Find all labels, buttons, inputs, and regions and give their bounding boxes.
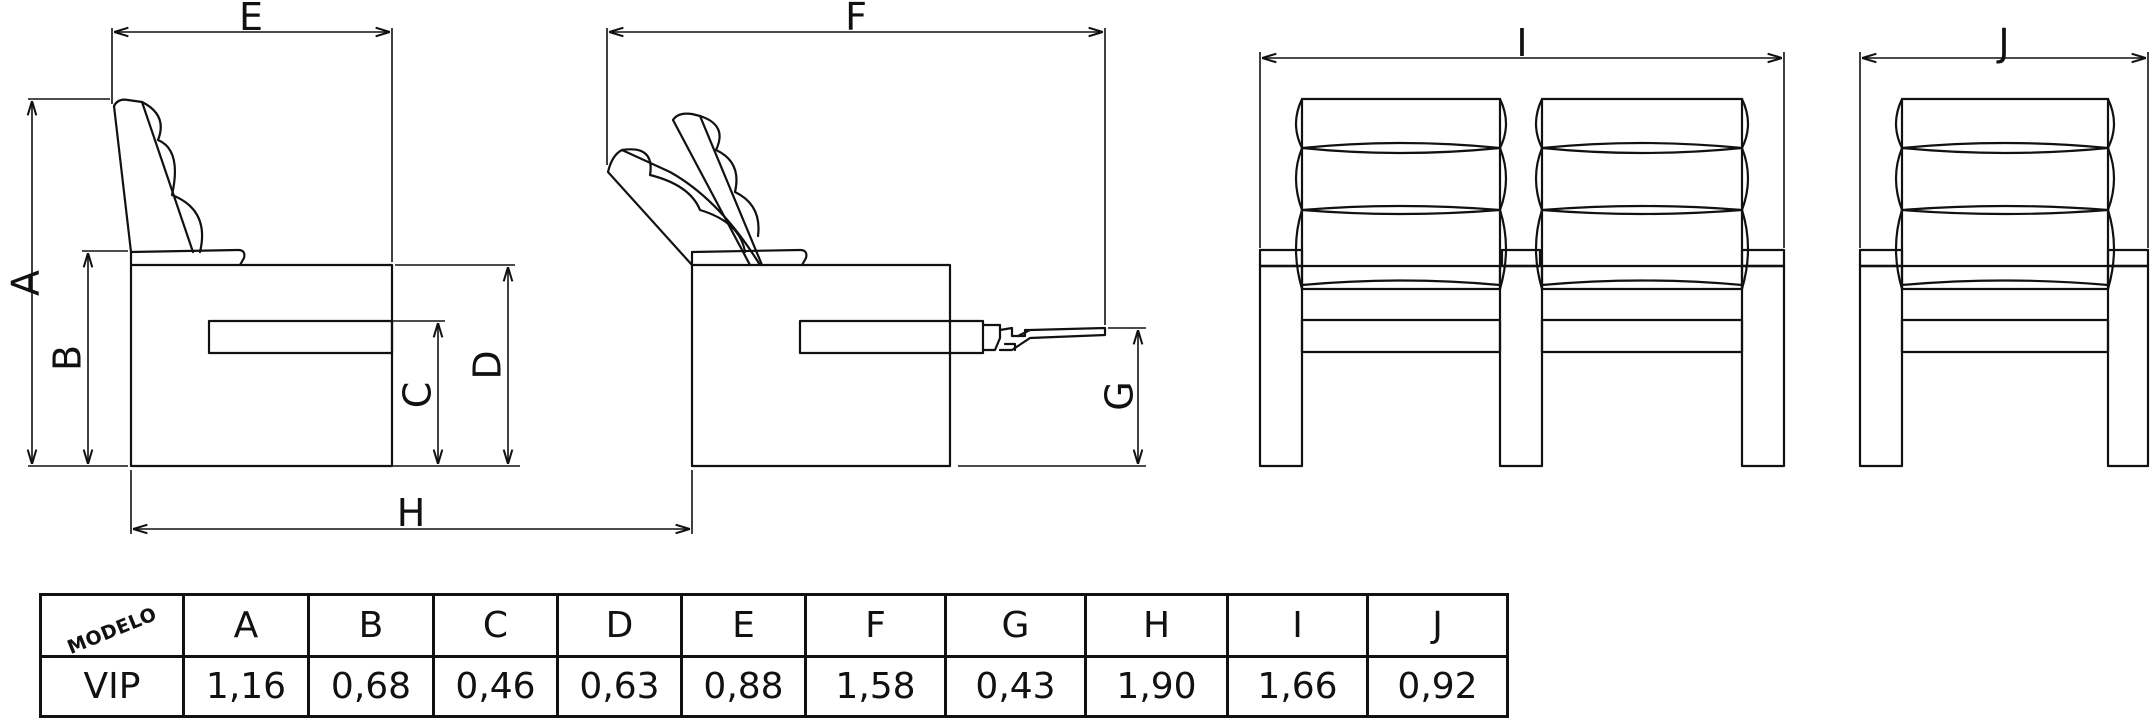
dim-label-I: I bbox=[1516, 21, 1527, 65]
header-cell-A: A bbox=[182, 593, 310, 658]
dim-G: G bbox=[958, 327, 1146, 467]
technical-drawing: A B E C D bbox=[4, 0, 2150, 535]
header-cell-B: B bbox=[307, 593, 435, 658]
dim-label-C: C bbox=[396, 382, 440, 409]
dim-label-D: D bbox=[466, 350, 510, 379]
value-cell-D: 0,63 bbox=[556, 655, 683, 718]
value-cell-G: 0,43 bbox=[944, 655, 1087, 718]
value-cell-A: 1,16 bbox=[182, 655, 310, 718]
dim-I: I bbox=[1259, 21, 1785, 248]
front-view-single bbox=[1858, 97, 2150, 468]
value-cell-C: 0,46 bbox=[432, 655, 559, 718]
header-cell-G: G bbox=[944, 593, 1087, 658]
dim-label-A: A bbox=[4, 270, 48, 296]
dim-H: H bbox=[130, 470, 693, 535]
header-cell-I: I bbox=[1226, 593, 1369, 658]
side-view-reclined bbox=[606, 112, 1107, 468]
dimensions-table: MODELO A B C D E F G H I J VIP 1,16 0,68… bbox=[39, 593, 1509, 718]
value-cell-H: 1,90 bbox=[1084, 655, 1229, 718]
value-cell-I: 1,66 bbox=[1226, 655, 1369, 718]
table-row: VIP 1,16 0,68 0,46 0,63 0,88 1,58 0,43 1… bbox=[39, 655, 1509, 718]
header-cell-E: E bbox=[680, 593, 807, 658]
dim-D: D bbox=[395, 264, 515, 464]
dim-F: F bbox=[606, 0, 1106, 325]
header-cell-H: H bbox=[1084, 593, 1229, 658]
header-cell-C: C bbox=[432, 593, 559, 658]
dim-label-B: B bbox=[46, 345, 90, 371]
value-cell-J: 0,92 bbox=[1366, 655, 1509, 718]
modelo-label: MODELO bbox=[64, 603, 160, 659]
front-view-double bbox=[1258, 97, 1786, 468]
side-view-upright bbox=[112, 98, 394, 468]
dim-B: B bbox=[46, 250, 128, 464]
dim-J: J bbox=[1859, 21, 2149, 248]
dim-A: A bbox=[4, 98, 128, 467]
dim-label-F: F bbox=[845, 0, 867, 39]
table-corner-cell: MODELO bbox=[39, 593, 185, 659]
dim-label-G: G bbox=[1098, 381, 1142, 410]
value-cell-E: 0,88 bbox=[680, 655, 807, 718]
value-cell-B: 0,68 bbox=[307, 655, 435, 718]
table-header-row: MODELO A B C D E F G H I J bbox=[39, 593, 1509, 659]
dim-E: E bbox=[111, 0, 393, 262]
header-cell-D: D bbox=[556, 593, 683, 658]
dim-label-H: H bbox=[397, 491, 426, 535]
dim-C: C bbox=[392, 320, 520, 467]
header-cell-F: F bbox=[804, 593, 947, 658]
dim-label-E: E bbox=[239, 0, 263, 39]
model-name-cell: VIP bbox=[39, 655, 185, 718]
header-cell-J: J bbox=[1366, 593, 1509, 658]
value-cell-F: 1,58 bbox=[804, 655, 947, 718]
dim-label-J: J bbox=[1996, 21, 2009, 65]
